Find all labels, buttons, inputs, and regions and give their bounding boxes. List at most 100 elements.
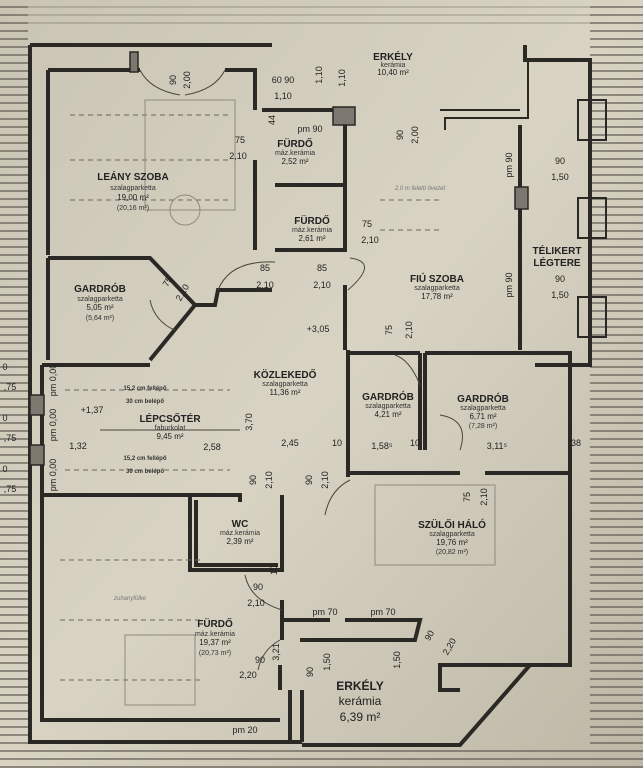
svg-text:3,11⁵: 3,11⁵: [487, 441, 508, 451]
room-gardrob-2: GARDRÓB szalagparketta 4,21 m²: [362, 390, 414, 419]
svg-text:(20,16 m²): (20,16 m²): [117, 205, 149, 212]
svg-text:pm 0,00: pm 0,00: [48, 459, 58, 492]
svg-text:75: 75: [362, 219, 372, 229]
svg-text:2,00: 2,00: [410, 126, 420, 144]
svg-text:2,10: 2,10: [247, 598, 265, 608]
svg-text:90: 90: [168, 75, 178, 85]
svg-text:SZÜLŐI HÁLÓ: SZÜLŐI HÁLÓ: [418, 518, 486, 531]
svg-text:90: 90: [395, 130, 405, 140]
roof-hatch-left: [0, 0, 28, 768]
room-erkely-top: ERKÉLY kerámia 10,40 m²: [373, 50, 413, 77]
shaft-5: [129, 51, 139, 73]
svg-text:FÜRDŐ: FÜRDŐ: [294, 214, 330, 227]
svg-text:pm 70: pm 70: [312, 607, 337, 617]
svg-text:15,2 cm fellépő: 15,2 cm fellépő: [123, 386, 166, 392]
svg-text:máz.kerámia: máz.kerámia: [195, 631, 235, 638]
svg-text:pm 20: pm 20: [232, 725, 257, 735]
room-kozlekedo: KÖZLEKEDŐ szalagparketta 11,36 m²: [254, 368, 317, 397]
svg-text:LÉGTERE: LÉGTERE: [533, 256, 581, 269]
svg-text:10: 10: [269, 565, 279, 575]
svg-text:máz.kerámia: máz.kerámia: [220, 530, 260, 537]
svg-text:15,2 cm fellépő: 15,2 cm fellépő: [123, 456, 166, 462]
svg-text:1,50: 1,50: [551, 290, 569, 300]
svg-text:2,10: 2,10: [256, 280, 274, 290]
svg-text:30 cm belépő: 30 cm belépő: [126, 399, 164, 405]
svg-text:90: 90: [555, 156, 565, 166]
shaft-2: [514, 186, 529, 210]
roof-hatch-bottom: [28, 745, 590, 768]
svg-text:4,21 m²: 4,21 m²: [374, 410, 401, 419]
svg-text:1,32: 1,32: [69, 441, 87, 451]
svg-text:GARDRÓB: GARDRÓB: [362, 390, 414, 403]
room-furdo-1: FÜRDŐ máz.kerámia 2,52 m²: [275, 137, 315, 166]
svg-text:75: 75: [235, 135, 245, 145]
svg-text:szalagparketta: szalagparketta: [262, 381, 308, 388]
svg-text:máz.kerámia: máz.kerámia: [275, 150, 315, 157]
svg-text:60 90: 60 90: [272, 75, 295, 85]
svg-text:90: 90: [253, 582, 263, 592]
svg-text:19,37 m²: 19,37 m²: [199, 638, 231, 647]
svg-text:+1,37: +1,37: [81, 405, 104, 415]
svg-text:máz.kerámia: máz.kerámia: [292, 227, 332, 234]
svg-text:2,10: 2,10: [229, 151, 247, 161]
svg-text:kerámia: kerámia: [381, 62, 406, 69]
svg-text:szalagparketta: szalagparketta: [110, 185, 156, 192]
svg-text:75: 75: [161, 275, 175, 289]
svg-text:pm 90: pm 90: [504, 272, 514, 297]
room-szuloi-halo: SZÜLŐI HÁLÓ szalagparketta 19,76 m² (20,…: [418, 518, 486, 556]
svg-text:10,40 m²: 10,40 m²: [377, 68, 409, 77]
svg-text:2,61 m²: 2,61 m²: [298, 234, 325, 243]
walls: [28, 43, 592, 747]
svg-text:2,10: 2,10: [404, 321, 414, 339]
svg-text:szalagparketta: szalagparketta: [414, 285, 460, 292]
svg-text:2,10: 2,10: [320, 471, 330, 489]
svg-text:38: 38: [571, 438, 581, 448]
svg-text:90: 90: [248, 475, 258, 485]
svg-text:pm 90: pm 90: [297, 124, 322, 134]
svg-text:90: 90: [555, 274, 565, 284]
svg-text:85: 85: [260, 263, 270, 273]
svg-text:2,00: 2,00: [182, 71, 192, 89]
room-wc: WC máz.kerámia 2,39 m²: [220, 519, 260, 546]
room-gardrob-3: GARDRÓB szalagparketta 6,71 m² (7,28 m²): [457, 392, 509, 430]
svg-text:szalagparketta: szalagparketta: [429, 531, 475, 538]
svg-text:5,05 m²: 5,05 m²: [86, 303, 113, 312]
svg-text:17,78 m²: 17,78 m²: [421, 292, 453, 301]
svg-text:2,0 m feletti övezet: 2,0 m feletti övezet: [394, 186, 446, 192]
svg-text:90: 90: [304, 475, 314, 485]
svg-text:(7,28 m²): (7,28 m²): [469, 423, 497, 430]
svg-text:pm 0,00: pm 0,00: [48, 409, 58, 442]
furniture-outlines: [60, 99, 496, 706]
svg-text:,75: ,75: [4, 382, 17, 392]
svg-text:19,00 m²: 19,00 m²: [117, 193, 149, 202]
svg-text:75: 75: [462, 492, 472, 502]
svg-text:10: 10: [410, 438, 420, 448]
svg-text:GARDRÓB: GARDRÓB: [74, 282, 126, 295]
svg-text:2,10: 2,10: [264, 471, 274, 489]
shaft-1: [332, 106, 356, 126]
svg-text:11,36 m²: 11,36 m²: [270, 388, 301, 397]
svg-text:0: 0: [2, 413, 7, 423]
svg-text:19,76 m²: 19,76 m²: [436, 538, 468, 547]
svg-text:1,50: 1,50: [392, 651, 402, 669]
svg-text:TÉLIKERT: TÉLIKERT: [533, 244, 582, 257]
shaft-3: [29, 394, 45, 416]
svg-text:(20,82 m²): (20,82 m²): [436, 549, 468, 556]
svg-text:pm 0,00: pm 0,00: [48, 364, 58, 397]
svg-text:WC: WC: [232, 519, 249, 530]
svg-text:2,10: 2,10: [361, 235, 379, 245]
svg-text:2,20: 2,20: [239, 670, 257, 680]
room-erkely-bottom: ERKÉLY kerámia 6,39 m²: [336, 678, 384, 724]
svg-text:pm 70: pm 70: [370, 607, 395, 617]
svg-text:44: 44: [267, 115, 277, 125]
svg-text:1,10: 1,10: [314, 66, 324, 84]
svg-text:90: 90: [305, 667, 315, 677]
room-gardrob-1: GARDRÓB szalagparketta 5,05 m² (5,64 m²): [74, 282, 126, 322]
svg-text:3,70: 3,70: [244, 413, 254, 431]
svg-text:1,10: 1,10: [274, 91, 292, 101]
svg-text:1,50: 1,50: [322, 653, 332, 671]
svg-text:85: 85: [317, 263, 327, 273]
svg-text:2,10: 2,10: [479, 488, 489, 506]
svg-text:ERKÉLY: ERKÉLY: [336, 678, 384, 693]
